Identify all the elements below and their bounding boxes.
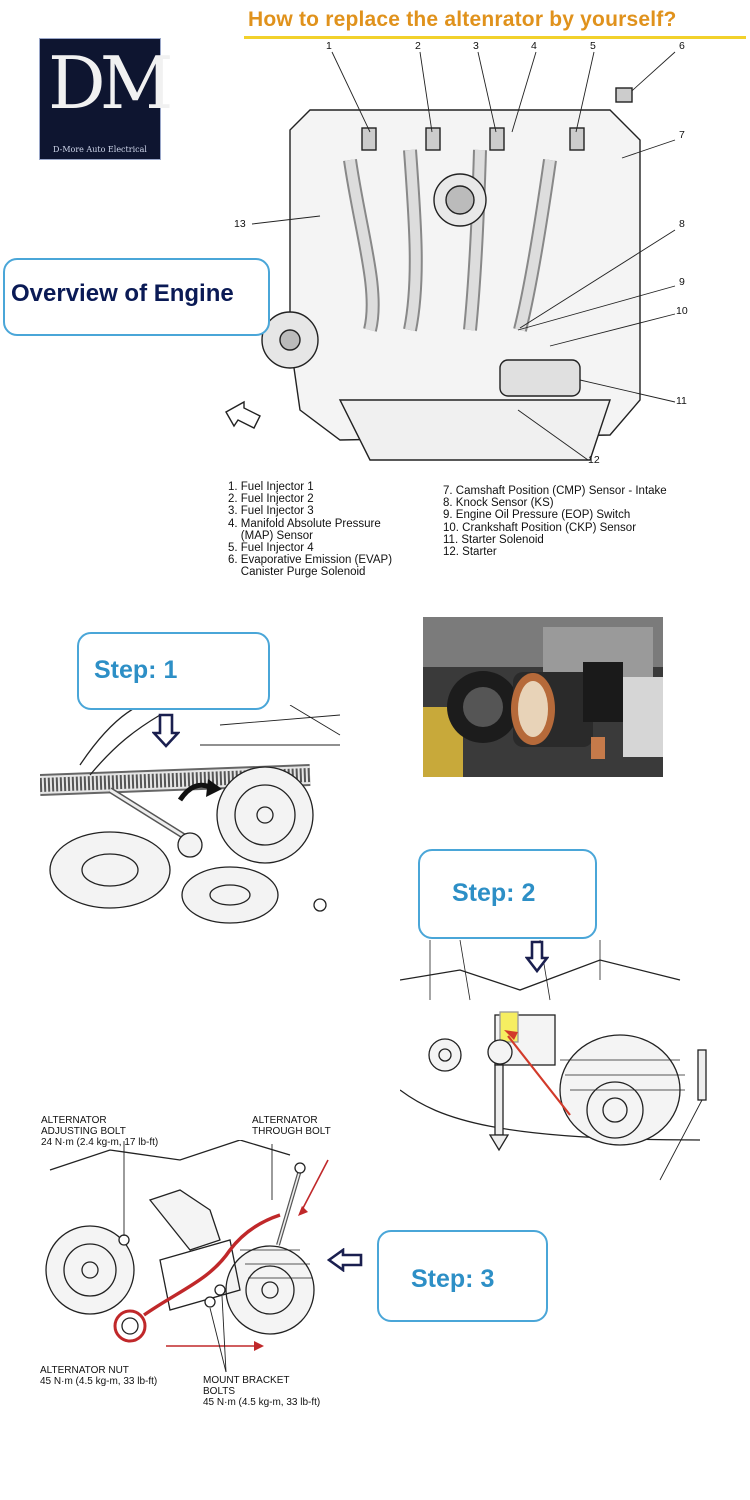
legend-item: 1. Fuel Injector 1 (228, 481, 314, 493)
mount-bracket-title: BOLTS (203, 1386, 236, 1397)
legend-item: 6. Evaporative Emission (EVAP) (228, 554, 393, 567)
step2-down-arrow-icon (525, 940, 549, 974)
callout-number: 9 (679, 276, 685, 288)
logo-letters: DM (48, 41, 173, 125)
callout-number: 12 (588, 454, 600, 466)
callout-number: 6 (679, 40, 685, 52)
mount-bracket-title: MOUNT BRACKET (203, 1375, 290, 1386)
callout-number: 13 (234, 218, 246, 230)
step2-label: Step: 2 (452, 879, 536, 907)
step1-label: Step: 1 (94, 656, 178, 684)
callout-number: 5 (590, 40, 596, 52)
through-bolt-title: THROUGH BOLT (252, 1126, 331, 1137)
alternator-nut-title: ALTERNATOR NUT (40, 1365, 129, 1376)
step1-diagram (40, 705, 341, 924)
alternator-nut-label: ALTERNATOR NUT 45 N·m (4.5 kg-m, 33 lb-f… (40, 1365, 157, 1387)
callout-number: 3 (473, 40, 479, 52)
legend-right: 7. Camshaft Position (CMP) Sensor - Inta… (443, 485, 667, 558)
adjusting-bolt-spec: 24 N·m (2.4 kg-m, 17 lb-ft) (41, 1137, 159, 1148)
title-underline (244, 36, 746, 39)
callout-number: 10 (676, 305, 688, 317)
step2-diagram (400, 940, 707, 1181)
legend-item: 9. Engine Oil Pressure (EOP) Switch (443, 509, 631, 522)
step3-left-arrow-icon (327, 1248, 363, 1272)
step1-callout: Step: 1 (77, 632, 270, 710)
callout-number: 1 (326, 40, 332, 52)
callout-number: 8 (679, 218, 685, 230)
brand-logo: DM D-More Auto Electrical (39, 38, 173, 160)
alternator-photo (423, 617, 663, 777)
legend-item: 12. Starter (443, 546, 497, 559)
legend-item: (MAP) Sensor (228, 529, 313, 542)
legend-item: 3. Fuel Injector 3 (228, 505, 314, 518)
legend-item: 11. Starter Solenoid (443, 533, 544, 546)
step3-diagram (45, 1140, 329, 1373)
legend-item: 8. Knock Sensor (KS) (443, 497, 554, 510)
callout-number: 11 (676, 395, 687, 407)
step2-callout: Step: 2 (418, 849, 597, 939)
adjusting-bolt-label: ALTERNATOR ADJUSTING BOLT 24 N·m (2.4 kg… (41, 1115, 158, 1148)
step1-down-arrow-icon (152, 713, 180, 748)
adjusting-bolt-title: ADJUSTING BOLT (41, 1126, 126, 1137)
page-title: How to replace the altenrator by yoursel… (248, 8, 677, 31)
adjusting-bolt-title: ALTERNATOR (41, 1115, 107, 1126)
legend-item: 5. Fuel Injector 4 (228, 542, 314, 555)
engine-overview-diagram (225, 51, 676, 461)
overview-label: Overview of Engine (11, 280, 234, 307)
legend-item: 4. Manifold Absolute Pressure (228, 517, 381, 530)
through-bolt-label: ALTERNATOR THROUGH BOLT (252, 1115, 331, 1137)
overview-callout: Overview of Engine (3, 258, 270, 336)
callout-number: 7 (679, 129, 685, 141)
legend-item: 2. Fuel Injector 2 (228, 493, 314, 506)
through-bolt-title: ALTERNATOR (252, 1115, 318, 1126)
callout-number: 4 (531, 40, 537, 52)
step3-callout: Step: 3 (377, 1230, 548, 1322)
legend-left: 1. Fuel Injector 1 2. Fuel Injector 2 3.… (228, 481, 392, 579)
legend-item: Canister Purge Solenoid (228, 566, 366, 579)
mount-bracket-spec: 45 N·m (4.5 kg-m, 33 lb-ft) (203, 1397, 321, 1408)
step3-label: Step: 3 (411, 1265, 495, 1293)
alternator-nut-spec: 45 N·m (4.5 kg-m, 33 lb-ft) (40, 1376, 158, 1387)
legend-item: 7. Camshaft Position (CMP) Sensor - Inta… (443, 485, 667, 497)
legend-item: 10. Crankshaft Position (CKP) Sensor (443, 521, 637, 534)
mount-bracket-label: MOUNT BRACKET BOLTS 45 N·m (4.5 kg-m, 33… (203, 1375, 320, 1408)
logo-caption: D-More Auto Electrical (53, 145, 147, 154)
callout-number: 2 (415, 40, 421, 52)
